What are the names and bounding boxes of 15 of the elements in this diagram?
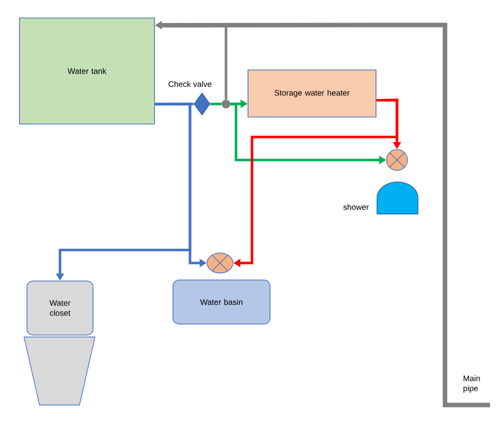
toilet-bowl — [24, 336, 96, 406]
shower-head — [376, 182, 418, 214]
junction-dot — [222, 100, 230, 108]
pipe-line — [210, 102, 222, 106]
beside-label: Check valve — [168, 81, 212, 87]
valve-symbol — [386, 149, 408, 171]
process-box: Water basin — [172, 280, 270, 324]
valve-symbol — [206, 252, 234, 274]
process-box: Storage water heater — [248, 70, 376, 118]
tank-box: Water tank — [19, 18, 155, 124]
beside-label: shower — [343, 204, 369, 210]
process-box: Water closet — [26, 280, 94, 336]
pipe-label: Main pipe — [464, 375, 480, 393]
pipe-line — [224, 25, 228, 100]
check-valve — [194, 92, 210, 116]
